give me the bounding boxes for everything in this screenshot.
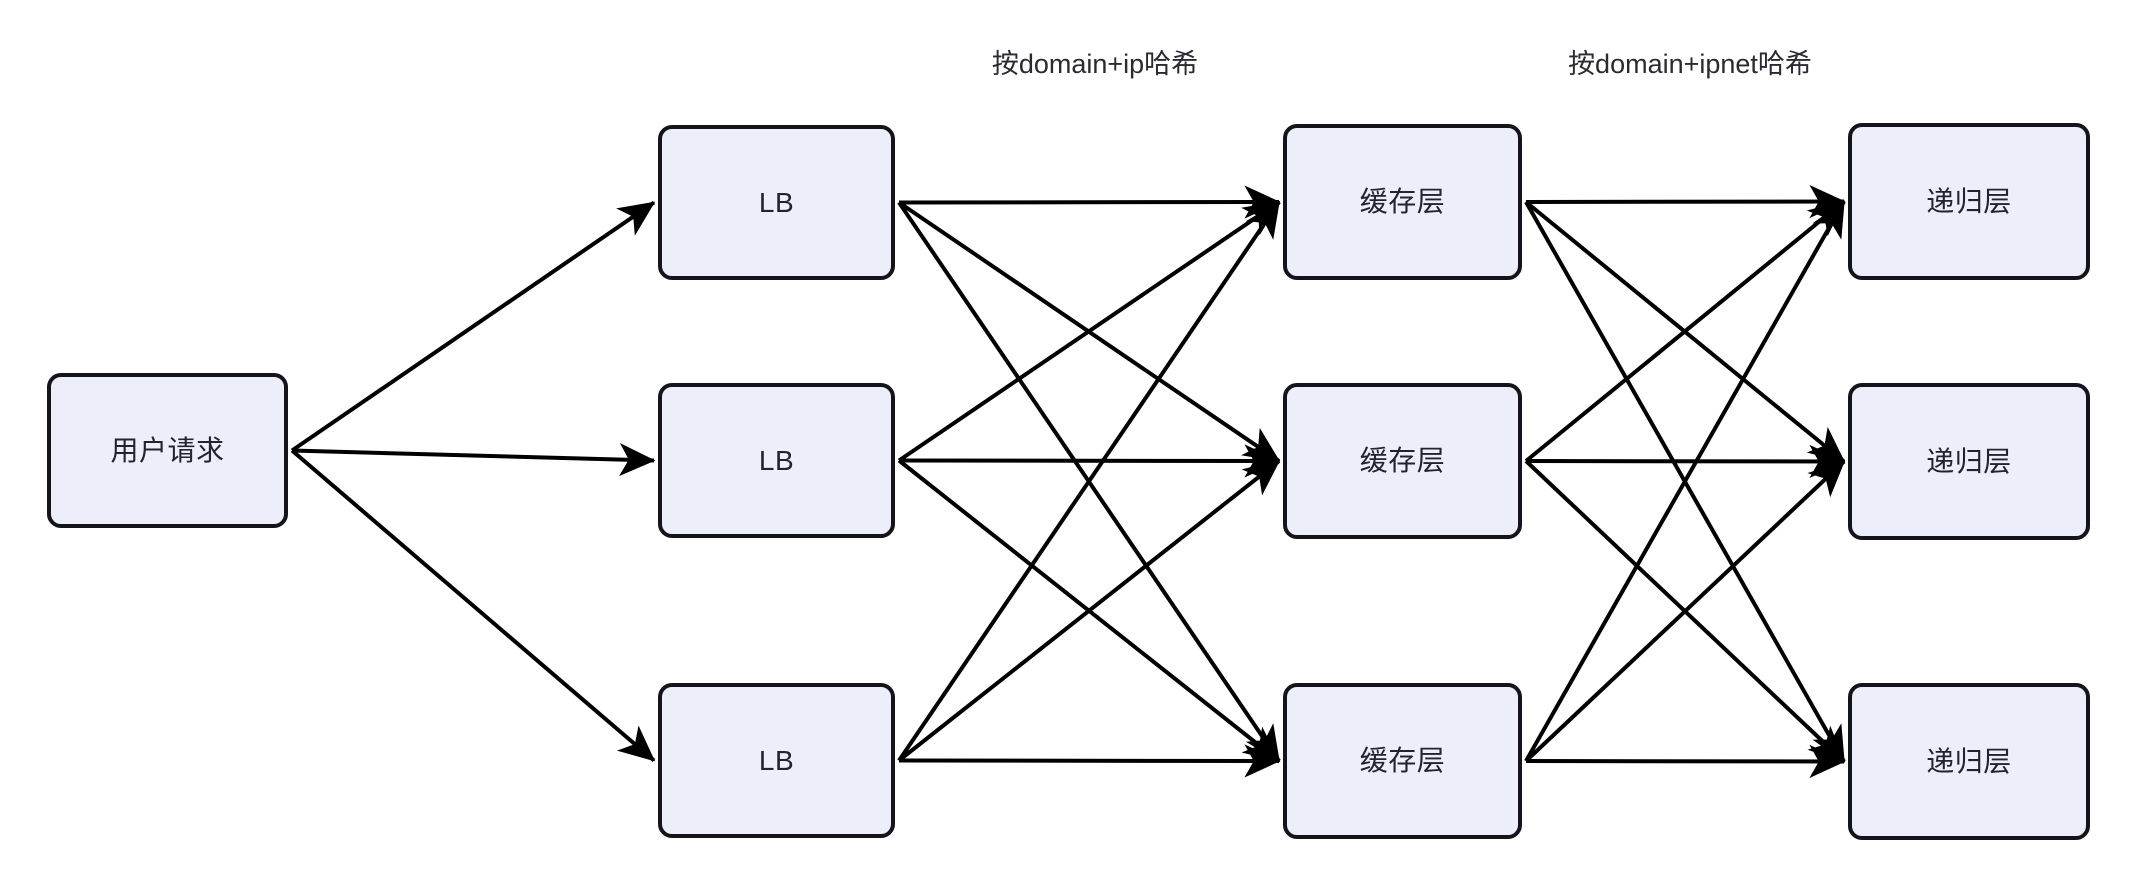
node-label: 用户请求 bbox=[110, 434, 225, 466]
node-load-balancer-1[interactable]: LB bbox=[658, 125, 895, 280]
edge-cache-layer1-to-recursive-layer0 bbox=[1524, 199, 1846, 463]
edge-load-balancer0-to-cache-layer1 bbox=[897, 200, 1281, 463]
node-label: 缓存层 bbox=[1359, 745, 1446, 777]
edge-load-balancer1-to-cache-layer0 bbox=[897, 200, 1281, 463]
edge-cache-layer0-to-recursive-layer0 bbox=[1525, 184, 1846, 219]
node-client-1[interactable]: 用户请求 bbox=[47, 373, 288, 528]
node-recursive-layer-3[interactable]: 递归层 bbox=[1848, 683, 2090, 840]
edge-load-balancer0-to-cache-layer2 bbox=[897, 201, 1281, 763]
node-load-balancer-2[interactable]: LB bbox=[658, 383, 895, 538]
node-label: 递归层 bbox=[1926, 445, 2012, 477]
edge-cache-layer2-to-recursive-layer1 bbox=[1524, 460, 1846, 763]
edge-cache-layer0-to-recursive-layer2 bbox=[1524, 201, 1846, 763]
edge-cache-layer2-to-recursive-layer2 bbox=[1525, 744, 1846, 779]
node-cache-layer-3[interactable]: 缓存层 bbox=[1283, 683, 1522, 839]
edge-client0-to-load-balancer0 bbox=[290, 200, 656, 453]
node-cache-layer-1[interactable]: 缓存层 bbox=[1283, 124, 1522, 280]
node-label: LB bbox=[758, 744, 795, 776]
node-load-balancer-3[interactable]: LB bbox=[658, 683, 895, 838]
edge-client0-to-load-balancer1 bbox=[291, 442, 656, 477]
node-label: 递归层 bbox=[1926, 745, 2012, 777]
hash-strategy-label-2: 按domain+ipnet哈希 bbox=[1568, 49, 1812, 79]
hash-strategy-label-1: 按domain+ip哈希 bbox=[991, 49, 1199, 79]
edge-load-balancer2-to-cache-layer1 bbox=[897, 459, 1281, 763]
edge-load-balancer1-to-cache-layer2 bbox=[897, 458, 1281, 763]
edge-cache-layer2-to-recursive-layer0 bbox=[1524, 200, 1846, 762]
node-recursive-layer-1[interactable]: 递归层 bbox=[1848, 123, 2090, 280]
edge-load-balancer0-to-cache-layer0 bbox=[898, 185, 1281, 219]
node-cache-layer-2[interactable]: 缓存层 bbox=[1283, 383, 1522, 539]
edge-load-balancer2-to-cache-layer2 bbox=[898, 744, 1281, 778]
node-label: 缓存层 bbox=[1359, 186, 1446, 218]
edge-cache-layer1-to-recursive-layer2 bbox=[1524, 459, 1846, 763]
node-label: LB bbox=[758, 186, 795, 218]
edge-client0-to-load-balancer2 bbox=[290, 448, 656, 763]
edge-load-balancer2-to-cache-layer0 bbox=[897, 200, 1281, 762]
edge-cache-layer1-to-recursive-layer1 bbox=[1525, 444, 1846, 479]
edge-cache-layer0-to-recursive-layer1 bbox=[1524, 200, 1846, 464]
node-label: LB bbox=[758, 444, 795, 476]
node-label: 递归层 bbox=[1926, 185, 2012, 217]
node-label: 缓存层 bbox=[1359, 445, 1446, 477]
node-recursive-layer-2[interactable]: 递归层 bbox=[1848, 383, 2090, 540]
edge-load-balancer1-to-cache-layer1 bbox=[898, 444, 1281, 478]
